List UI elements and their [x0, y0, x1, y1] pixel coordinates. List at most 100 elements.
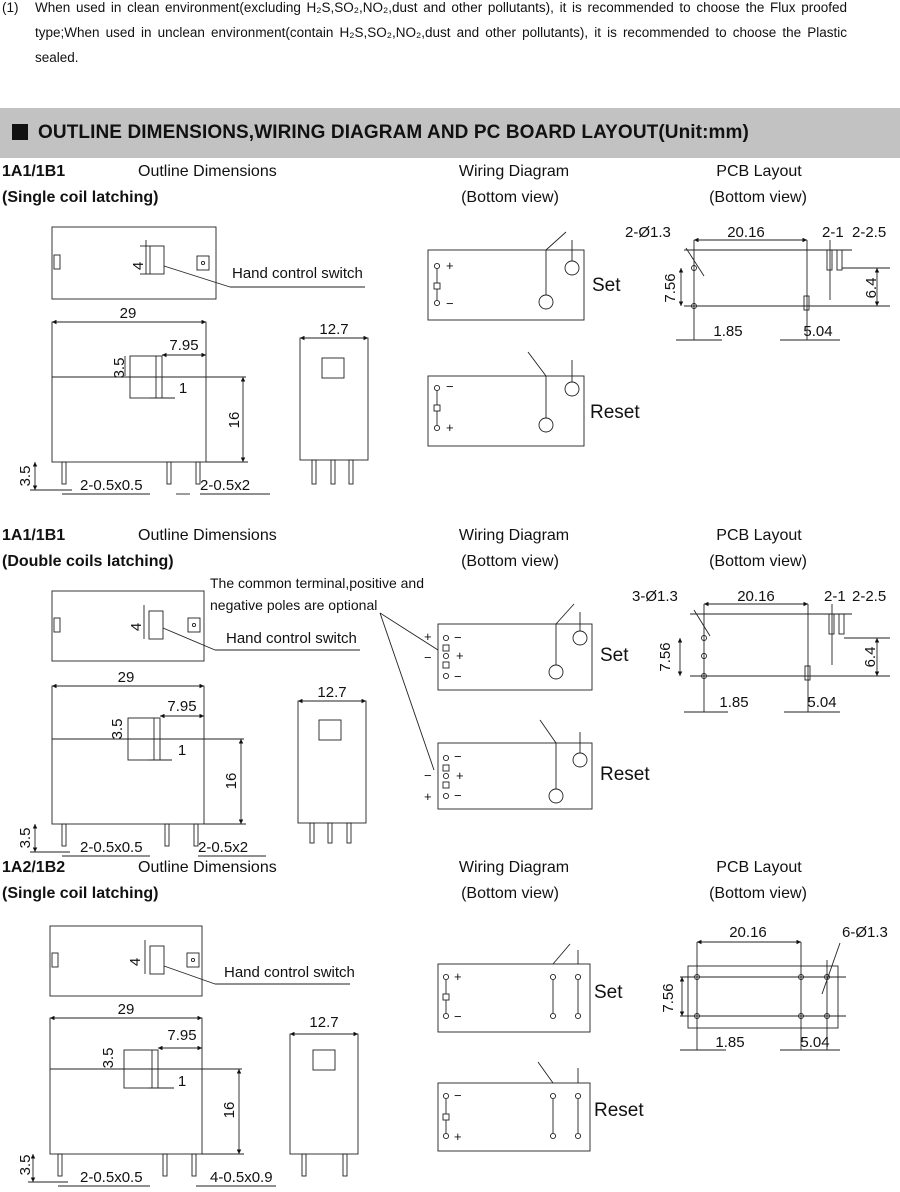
note-number: (1) [2, 0, 19, 15]
minus-sign: − [424, 768, 432, 783]
hand-switch-label: Hand control switch [226, 630, 357, 647]
reset-label: Reset [590, 402, 640, 423]
block1-variant: (Single coil latching) [2, 189, 159, 206]
dim-1: 1 [179, 380, 187, 397]
plus-sign: + [456, 768, 464, 783]
set-label: Set [594, 982, 623, 1003]
block2-variant: (Double coils latching) [2, 553, 174, 570]
relay-top-view [51, 226, 217, 300]
dim-4: 4 [127, 958, 144, 966]
block2-wiring-title: Wiring Diagram [458, 527, 570, 544]
dim-6-4: 6.4 [863, 278, 880, 299]
minus-sign: − [446, 296, 454, 311]
dim-2-1: 2-1 [824, 588, 846, 605]
dim-pin-a: 2-0.5x0.5 [80, 839, 143, 856]
wiring-reset-box [437, 1082, 591, 1152]
common-terminal-note-2: negative poles are optional [210, 597, 377, 613]
minus-sign: − [454, 630, 462, 645]
dim-20-16: 20.16 [727, 224, 765, 241]
plus-sign: + [454, 969, 462, 984]
wiring-reset-box [437, 742, 593, 810]
dim-2-1: 2-1 [822, 224, 844, 241]
minus-sign: − [424, 650, 432, 665]
block2-outline-drawing [30, 590, 439, 857]
dim-4: 4 [130, 262, 147, 270]
hand-switch-label: Hand control switch [224, 964, 355, 981]
pcb-hole-count: 6-Ø1.3 [842, 924, 888, 941]
dim-7-95: 7.95 [167, 1027, 196, 1044]
hand-switch-shape [149, 245, 165, 275]
dim-20-16: 20.16 [729, 924, 767, 941]
block3-pcb-drawing [679, 939, 846, 1051]
block2-outline-title: Outline Dimensions [138, 527, 277, 544]
note-text: When used in clean environment(excluding… [35, 0, 847, 65]
pcb-hole [691, 303, 697, 309]
dim-16: 16 [226, 412, 243, 429]
dim-1: 1 [178, 742, 186, 759]
dim-12-7: 12.7 [317, 684, 346, 701]
dim-3-5-pin: 3.5 [17, 466, 34, 487]
dim-2-2-5: 2-2.5 [852, 224, 886, 241]
block3-variant: (Single coil latching) [2, 885, 159, 902]
plus-sign: + [456, 648, 464, 663]
section-title: OUTLINE DIMENSIONS,WIRING DIAGRAM AND PC… [38, 122, 749, 143]
wiring-set-box [427, 249, 585, 321]
block2-wiring-drawing [437, 603, 593, 810]
plus-sign: + [424, 629, 432, 644]
dim-3-5-pin: 3.5 [17, 1155, 34, 1176]
dim-pin-a: 2-0.5x0.5 [80, 1169, 143, 1186]
dim-20-16: 20.16 [737, 588, 775, 605]
dim-3-5-pin: 3.5 [17, 828, 34, 849]
block1-wiring-view: (Bottom view) [461, 189, 559, 206]
block1-pcb-drawing [676, 237, 890, 341]
minus-sign: − [454, 788, 462, 803]
block3-outline-drawing [28, 925, 359, 1187]
block2-wiring-view: (Bottom view) [461, 553, 559, 570]
dim-12-7: 12.7 [309, 1014, 338, 1031]
dim-2-2-5: 2-2.5 [852, 588, 886, 605]
dim-1-85: 1.85 [715, 1034, 744, 1051]
dim-5-04: 5.04 [803, 323, 832, 340]
square-bullet-icon [12, 124, 28, 140]
block2-pcb-view: (Bottom view) [709, 553, 807, 570]
block2-model: 1A1/1B1 [2, 527, 66, 544]
block2-pcb-title: PCB Layout [716, 527, 802, 544]
hand-switch-label: Hand control switch [232, 265, 363, 282]
block1-outline-drawing [30, 226, 369, 495]
pcb-hole-count: 3-Ø1.3 [632, 588, 678, 605]
minus-sign: − [454, 1009, 462, 1024]
dim-4: 4 [128, 623, 145, 631]
dim-6-4: 6.4 [862, 647, 879, 668]
reset-label: Reset [600, 764, 650, 785]
minus-sign: − [454, 1088, 462, 1103]
dim-7-56: 7.56 [660, 983, 677, 1012]
dim-7-56: 7.56 [662, 273, 679, 302]
dim-29: 29 [120, 305, 137, 322]
dim-pin-b: 2-0.5x2 [200, 477, 250, 494]
plus-sign: + [424, 789, 432, 804]
pcb-hole-count: 2-Ø1.3 [625, 224, 671, 241]
block1-outline-title: Outline Dimensions [138, 163, 277, 180]
block3-outline-title: Outline Dimensions [138, 859, 277, 876]
dim-pin-c: 4-0.5x0.9 [210, 1169, 273, 1186]
block2-pcb-drawing [677, 601, 890, 713]
block3-pcb-view: (Bottom view) [709, 885, 807, 902]
block3-wiring-view: (Bottom view) [461, 885, 559, 902]
minus-sign: − [454, 749, 462, 764]
minus-sign: − [446, 379, 454, 394]
plus-sign: + [446, 420, 454, 435]
block1-pcb-title: PCB Layout [716, 163, 802, 180]
dim-7-56: 7.56 [657, 642, 674, 671]
set-label: Set [592, 275, 621, 296]
dim-7-95: 7.95 [167, 698, 196, 715]
section-header: OUTLINE DIMENSIONS,WIRING DIAGRAM AND PC… [0, 108, 900, 158]
plus-sign: + [446, 258, 454, 273]
common-terminal-note-1: The common terminal,positive and [210, 575, 424, 591]
plus-sign: + [454, 1129, 462, 1144]
dim-3-5: 3.5 [111, 358, 128, 379]
relay-end-view [299, 337, 369, 461]
dim-5-04: 5.04 [800, 1034, 829, 1051]
set-label: Set [600, 645, 629, 666]
pcb-hole [691, 265, 697, 271]
